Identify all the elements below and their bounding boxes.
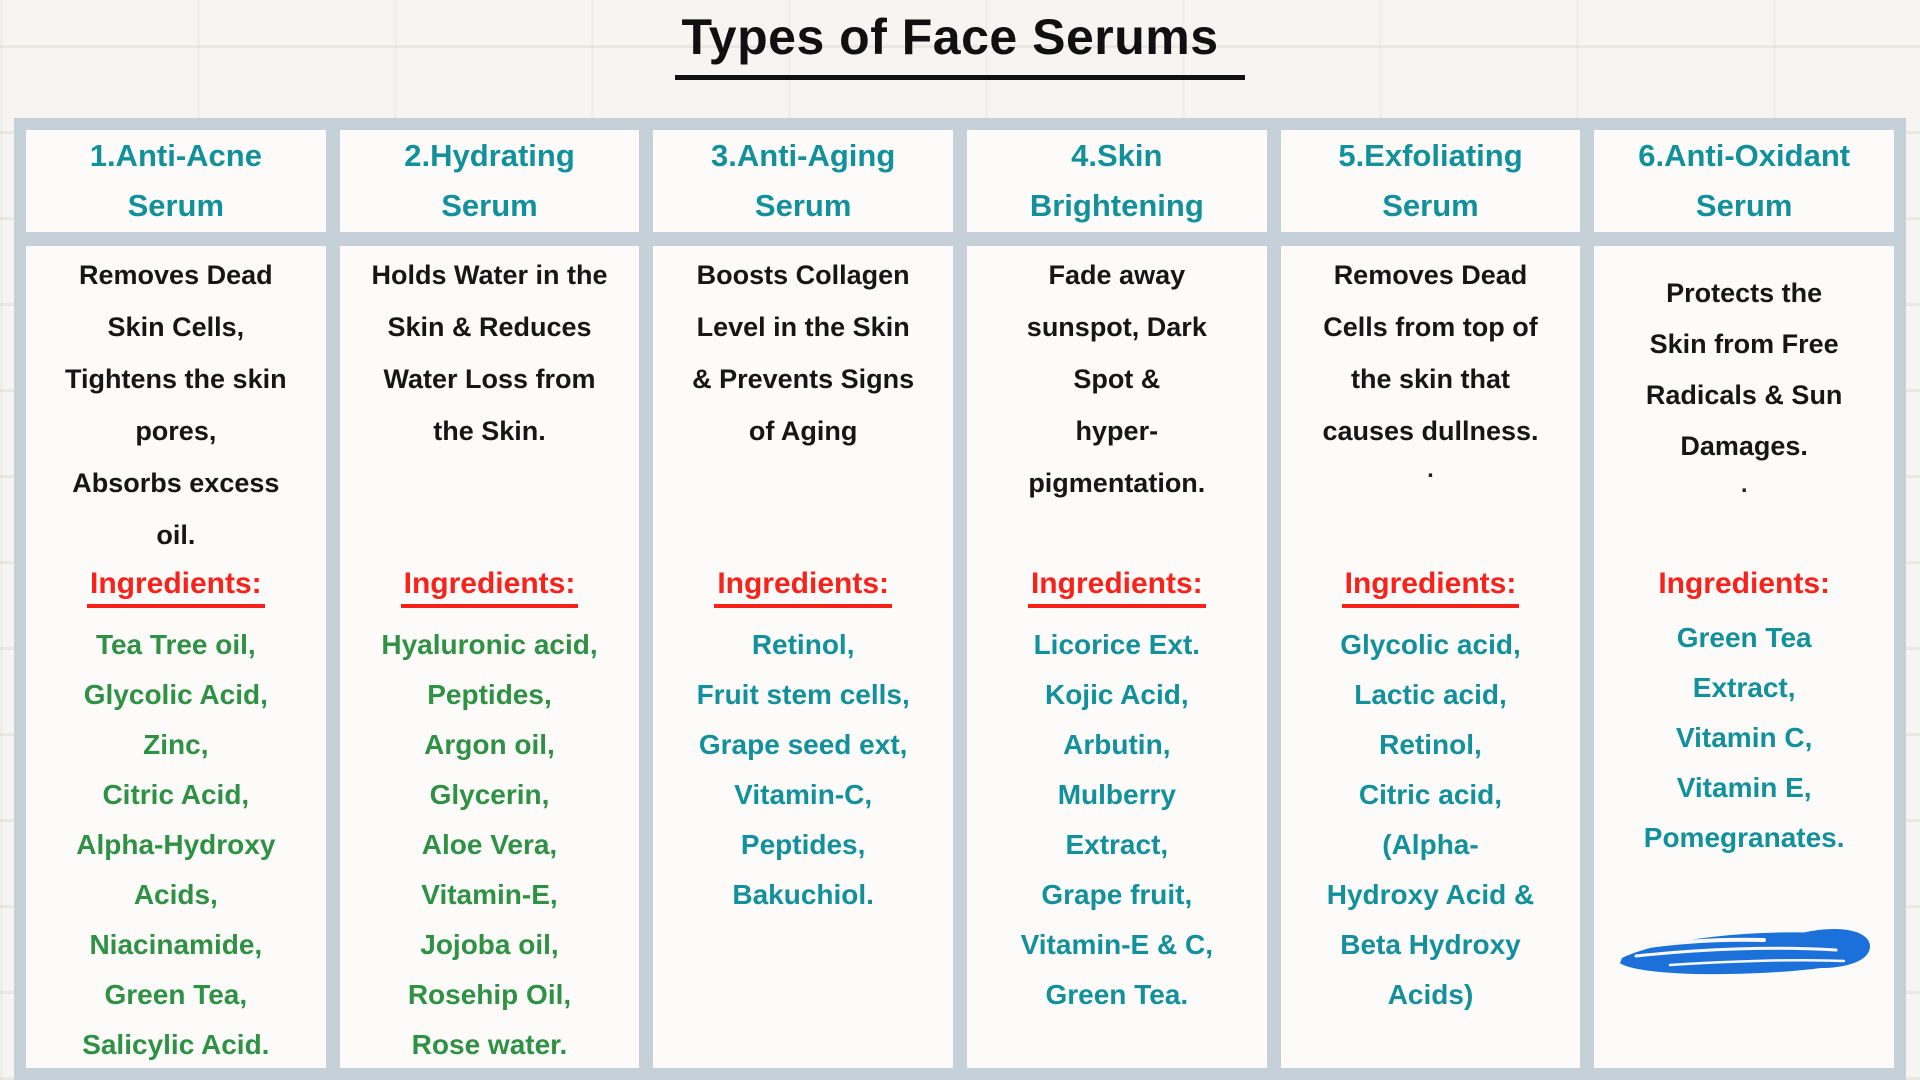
stray-dot: . xyxy=(1740,471,1748,498)
column-header-anti-oxidant: 6.Anti-Oxidant Serum xyxy=(1594,130,1894,232)
column-body-exfoliating: Removes Dead Cells from top of the skin … xyxy=(1280,246,1581,1068)
ingredients-heading: Ingredients: xyxy=(1658,567,1830,600)
serum-description: Protects the Skin from Free Radicals & S… xyxy=(1645,278,1843,461)
ingredients-list: Tea Tree oil, Glycolic Acid, Zinc, Citri… xyxy=(76,629,276,1060)
column-body-anti-acne: Removes Dead Skin Cells, Tightens the sk… xyxy=(26,246,326,1068)
ingredients-heading: Ingredients: xyxy=(86,567,265,608)
column-body-anti-aging: Boosts Collagen Level in the Skin & Prev… xyxy=(653,246,953,1068)
serum-table-grid: 1.Anti-Acne Serum 2.Hydrating Serum 3.An… xyxy=(26,130,1894,1068)
ingredients-list: Glycolic acid, Lactic acid, Retinol, Cit… xyxy=(1326,629,1535,1010)
serum-description: Removes Dead Skin Cells, Tightens the sk… xyxy=(65,260,287,550)
ingredients-block: Ingredients: Retinol, Fruit stem cells, … xyxy=(653,567,953,920)
ingredients-list: Retinol, Fruit stem cells, Grape seed ex… xyxy=(696,629,910,910)
ingredients-list: Green Tea Extract, Vitamin C, Vitamin E,… xyxy=(1643,622,1845,853)
ingredients-heading: Ingredients: xyxy=(400,567,579,608)
serum-description: Holds Water in the Skin & Reduces Water … xyxy=(371,260,608,446)
poster-title-wrap: Types of Face Serums xyxy=(0,4,1920,80)
serum-description: Removes Dead Cells from top of the skin … xyxy=(1322,260,1539,446)
column-header-skin-brightening: 4.Skin Brightening xyxy=(966,130,1267,232)
column-body-anti-oxidant: Protects the Skin from Free Radicals & S… xyxy=(1594,246,1894,1068)
ingredients-block: Ingredients: Tea Tree oil, Glycolic Acid… xyxy=(26,567,326,1068)
ingredients-heading: Ingredients: xyxy=(714,567,892,608)
column-body-hydrating: Holds Water in the Skin & Reduces Water … xyxy=(339,246,640,1068)
serum-table: 1.Anti-Acne Serum 2.Hydrating Serum 3.An… xyxy=(14,118,1906,1080)
serum-description: Fade away sunspot, Dark Spot & hyper- pi… xyxy=(1026,260,1207,498)
column-header-hydrating: 2.Hydrating Serum xyxy=(339,130,640,232)
ingredients-block: Ingredients: Licorice Ext. Kojic Acid, A… xyxy=(967,567,1267,1020)
ingredients-heading: Ingredients: xyxy=(1341,567,1520,608)
ingredients-heading: Ingredients: xyxy=(1027,567,1206,608)
column-header-anti-acne: 1.Anti-Acne Serum xyxy=(26,130,326,232)
blue-scribble-mark xyxy=(1620,929,1871,975)
ingredients-block: Ingredients: Hyaluronic acid, Peptides, … xyxy=(340,567,640,1068)
column-header-anti-aging: 3.Anti-Aging Serum xyxy=(653,130,953,232)
column-header-exfoliating: 5.Exfoliating Serum xyxy=(1280,130,1581,232)
column-body-skin-brightening: Fade away sunspot, Dark Spot & hyper- pi… xyxy=(966,246,1267,1068)
ingredients-list: Hyaluronic acid, Peptides, Argon oil, Gl… xyxy=(381,629,598,1060)
stray-dot: . xyxy=(1427,456,1434,483)
page-title: Types of Face Serums xyxy=(675,4,1245,80)
ingredients-block: Ingredients: Green Tea Extract, Vitamin … xyxy=(1594,567,1894,863)
ingredients-block: Ingredients: Glycolic acid, Lactic acid,… xyxy=(1281,567,1581,1020)
ingredients-list: Licorice Ext. Kojic Acid, Arbutin, Mulbe… xyxy=(1020,629,1214,1010)
serum-description: Boosts Collagen Level in the Skin & Prev… xyxy=(692,260,915,446)
